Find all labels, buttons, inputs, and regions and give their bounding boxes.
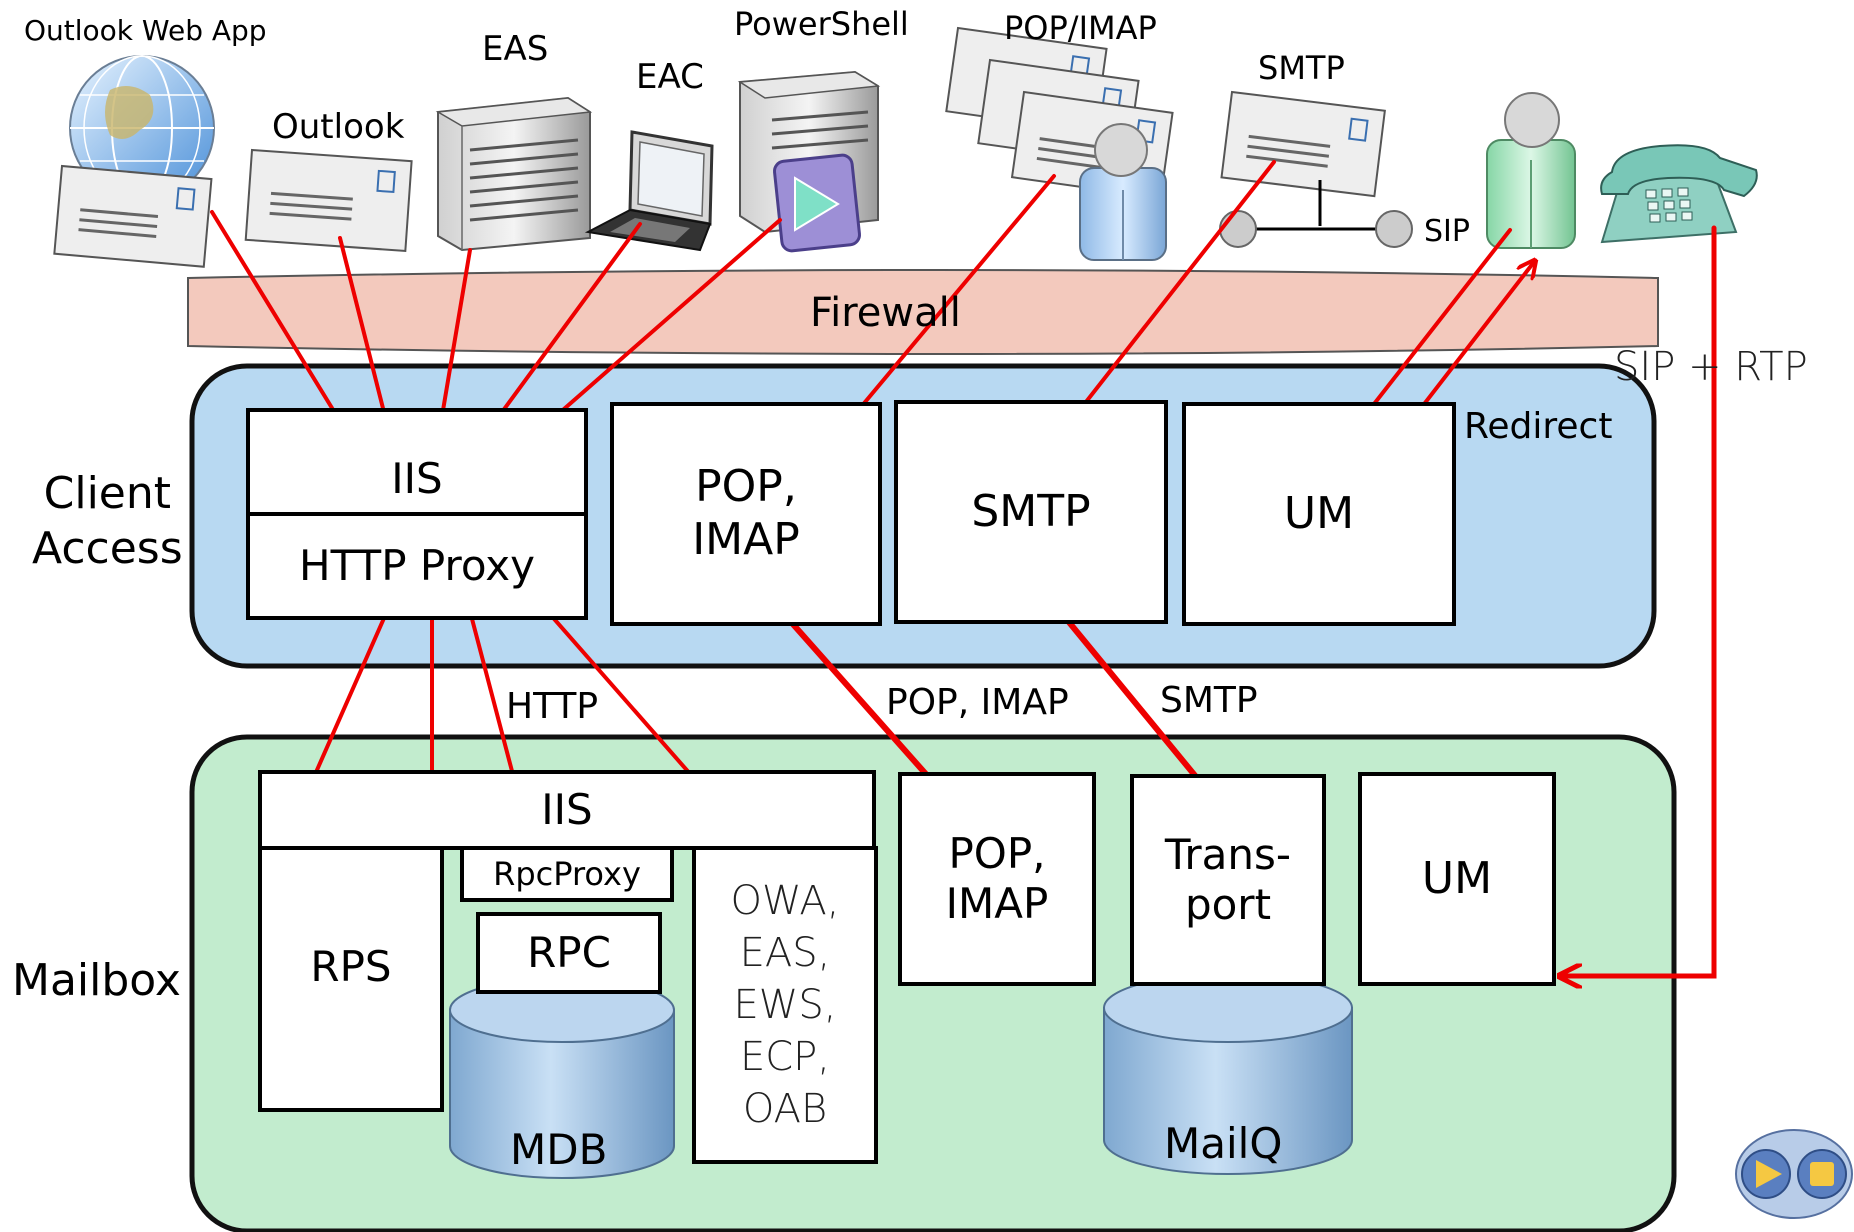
- play-icon: [773, 153, 861, 253]
- globe-icon: [69, 55, 215, 201]
- database-icon: [449, 977, 675, 1179]
- pop-imap-protocol-label: POP, IMAP: [886, 682, 1069, 723]
- arrow-phone-to-um: [1562, 225, 1717, 976]
- smtp-protocol-label: SMTP: [1160, 680, 1258, 721]
- mb-um-box: UM: [1358, 772, 1556, 986]
- mb-iis-label: IIS: [541, 784, 593, 834]
- person-icon: [1079, 123, 1167, 261]
- arrow-eac-to-iis: [480, 222, 642, 442]
- arrow-owa-to-iis: [210, 210, 354, 444]
- mb-services-label: OWA, EAS, EWS, ECP, OAB: [730, 878, 840, 1132]
- client-label-powershell: PowerShell: [734, 5, 909, 43]
- sip-rtp-label: SIP + RTP: [1614, 344, 1808, 390]
- server-icon: [435, 96, 593, 252]
- telephone-icon: [1600, 144, 1758, 244]
- ca-um-label: UM: [1283, 487, 1355, 539]
- client-label-eas: EAS: [482, 29, 549, 69]
- arrow-popimap-client: [830, 174, 1056, 444]
- ca-http-proxy-label: HTTP Proxy: [299, 540, 535, 590]
- arrow-smtp-client: [1064, 160, 1276, 430]
- client-label-eac: EAC: [636, 57, 704, 97]
- client-access-label: Client Access: [32, 468, 183, 574]
- arrow-proxy-to-owa: [532, 594, 706, 792]
- mdb-label: MDB: [510, 1125, 608, 1174]
- ca-iis-label: IIS: [391, 453, 443, 503]
- mb-rpcproxy-box: RpcProxy: [460, 846, 674, 902]
- client-label-outlook: Outlook: [272, 107, 405, 147]
- ca-pop-imap-label: POP, IMAP: [692, 461, 800, 565]
- ca-iis-box: IIS: [246, 408, 588, 516]
- ca-smtp-box: SMTP: [894, 400, 1168, 624]
- mb-transport-box: Trans- port: [1130, 774, 1326, 986]
- firewall-label: Firewall: [810, 290, 961, 336]
- network-icon: [1219, 180, 1413, 248]
- envelope-icon: [53, 164, 213, 268]
- mb-iis-box: IIS: [258, 770, 876, 850]
- database-icon: [1103, 973, 1353, 1175]
- ca-um-box: UM: [1182, 402, 1456, 626]
- mb-pop-imap-label: POP, IMAP: [945, 828, 1049, 928]
- mb-pop-imap-box: POP, IMAP: [898, 772, 1096, 986]
- arrow-proxy-to-rpcproxy: [464, 594, 518, 794]
- mb-rpc-box: RPC: [476, 912, 662, 994]
- redirect-label: Redirect: [1464, 406, 1613, 447]
- client-label-popimap: POP/IMAP: [1004, 9, 1157, 47]
- client-label-smtp: SMTP: [1258, 49, 1345, 87]
- mb-rps-label: RPS: [310, 941, 392, 991]
- arrow-powershell-to-iis: [524, 218, 782, 444]
- envelope-icon: [244, 148, 413, 253]
- ca-pop-imap-box: POP, IMAP: [610, 402, 882, 626]
- mb-rpcproxy-label: RpcProxy: [493, 854, 641, 893]
- http-label: HTTP: [506, 686, 599, 727]
- mb-rps-box: RPS: [258, 846, 444, 1112]
- laptop-icon: [584, 130, 714, 252]
- mailq-label: MailQ: [1164, 1119, 1283, 1168]
- envelope-icon: [1220, 90, 1386, 198]
- person-icon: [1486, 92, 1576, 249]
- mb-rpc-label: RPC: [527, 927, 611, 977]
- mb-services-box: OWA, EAS, EWS, ECP, OAB: [692, 846, 878, 1164]
- mb-um-label: UM: [1421, 852, 1493, 904]
- ca-http-proxy-box: HTTP Proxy: [246, 512, 588, 620]
- media-controls-icon: [1735, 1129, 1853, 1219]
- ca-smtp-label: SMTP: [971, 485, 1091, 537]
- mailbox-label: Mailbox: [12, 955, 181, 1006]
- mb-transport-label: Trans- port: [1164, 829, 1292, 929]
- client-label-sip: SIP: [1424, 214, 1470, 249]
- client-label-owa: Outlook Web App: [24, 14, 267, 47]
- firewall-band: [187, 269, 1659, 355]
